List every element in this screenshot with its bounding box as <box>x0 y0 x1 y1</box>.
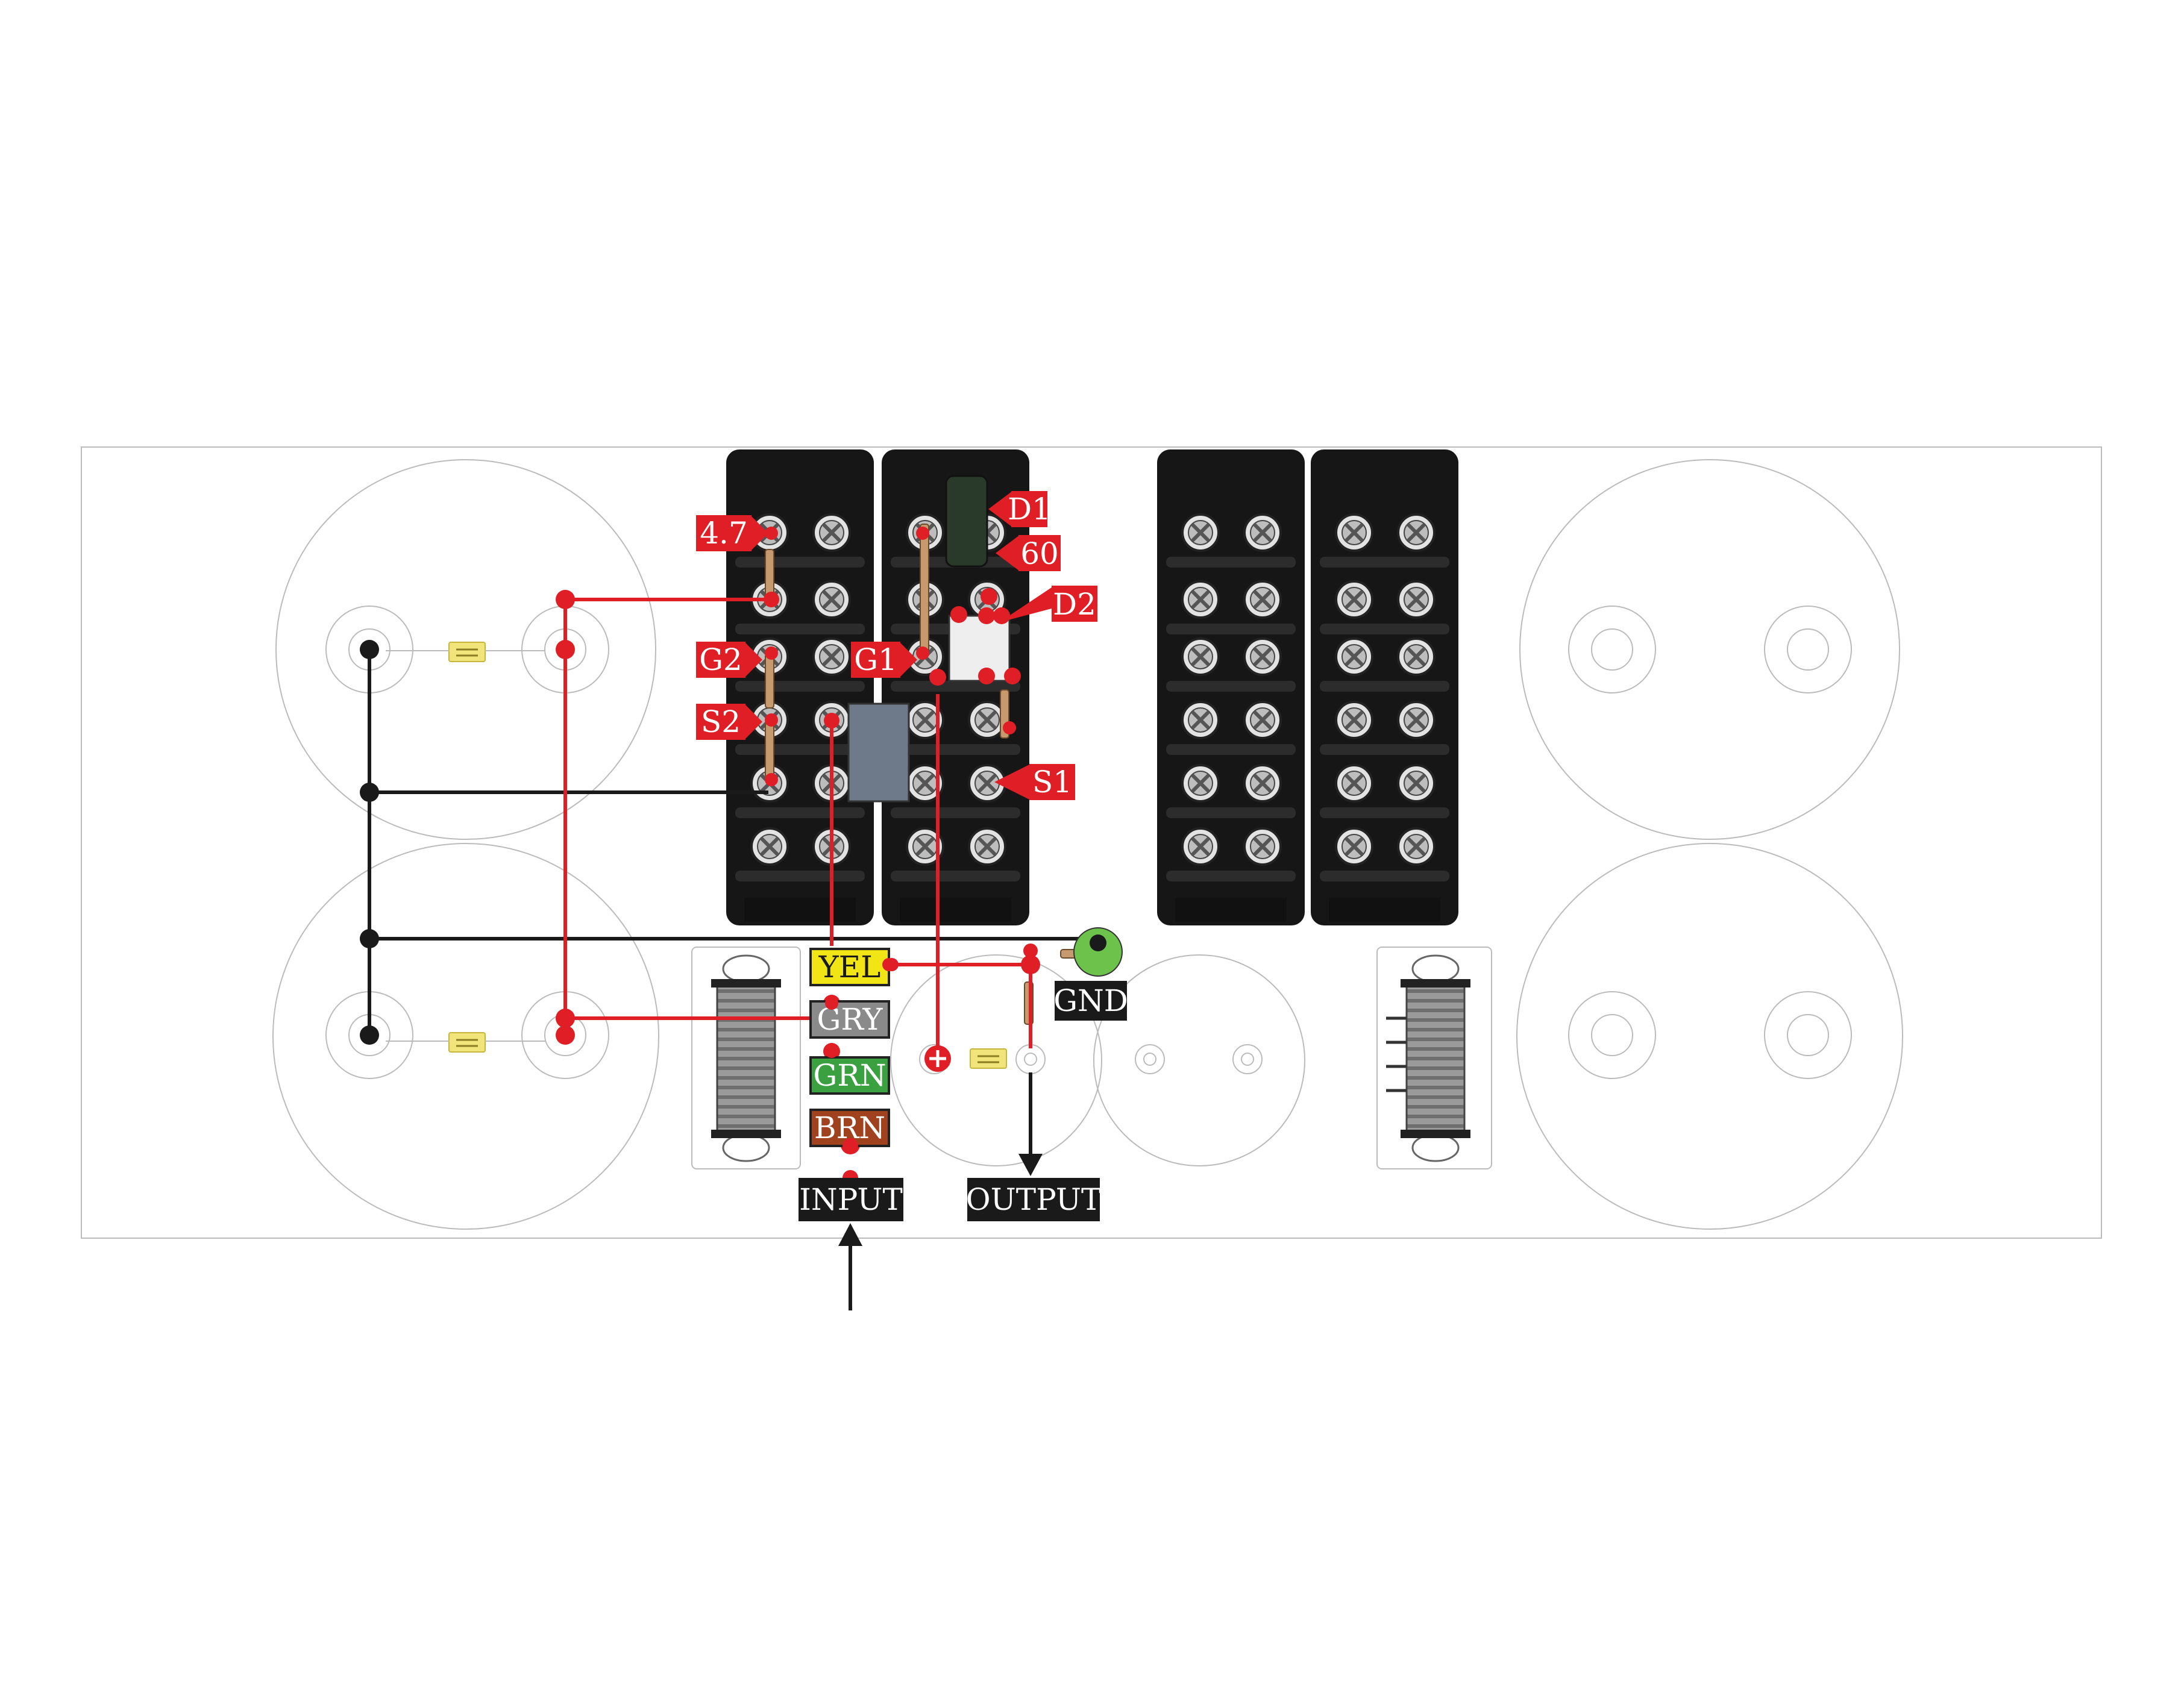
wire-tag-grn-text: GRN <box>813 1058 886 1093</box>
rectifier-block <box>847 703 910 803</box>
terminal-screw-icon <box>1336 702 1372 738</box>
label-d2: D2 <box>999 586 1097 622</box>
terminal-barrier <box>1320 681 1449 692</box>
ground-wires <box>368 649 1098 1035</box>
terminal-barrier <box>891 744 1020 755</box>
terminal-screw-icon <box>814 581 850 618</box>
label-input: INPUT <box>799 1178 903 1221</box>
terminal-screw-icon <box>969 828 1005 865</box>
terminal-screw-icon <box>1182 639 1219 675</box>
terminal-barrier <box>735 807 865 818</box>
filter-capacitor-outlines <box>272 459 1903 1230</box>
label-g1-text: G1 <box>854 642 897 677</box>
supply-nodes <box>556 527 1040 1154</box>
terminal-screw-icon <box>1398 765 1434 801</box>
terminal-barrier <box>735 744 865 755</box>
film-capacitor-icon <box>448 641 486 663</box>
label-s2: S2 <box>696 704 762 740</box>
terminal-screw-icon <box>814 639 850 675</box>
terminal-barrier <box>1166 744 1296 755</box>
terminal-screw-icon <box>1182 765 1219 801</box>
label-output: OUTPUT <box>966 1178 1102 1221</box>
wire-tag-yel-text: YEL <box>818 950 881 984</box>
label-s2-text: S2 <box>701 704 741 739</box>
terminal-screw-icon <box>1398 828 1434 865</box>
terminal-screw-icon <box>1244 702 1281 738</box>
label-g2-text: G2 <box>699 642 742 677</box>
label-g1: G1 <box>851 642 917 678</box>
terminal-screw-icon <box>1398 515 1434 551</box>
terminal-screw-icon <box>1244 828 1281 865</box>
label-d2-text: D2 <box>1053 587 1096 622</box>
terminal-barrier <box>1320 807 1449 818</box>
filter-capacitor-small <box>945 475 988 568</box>
label-gnd: GND <box>1053 981 1128 1021</box>
terminal-screw-icon <box>752 828 788 865</box>
terminal-screw-icon <box>1398 581 1434 618</box>
terminal-barrier <box>735 871 865 881</box>
film-capacitor-icon <box>448 1031 486 1053</box>
wire-tag-gry: GRY <box>809 1000 890 1039</box>
capacitor-terminals <box>325 606 1852 1079</box>
terminal-barrier <box>1166 624 1296 634</box>
terminal-barrier <box>735 557 865 568</box>
label-60: 60 <box>996 535 1061 571</box>
terminal-barrier <box>735 624 865 634</box>
terminal-barrier <box>1166 681 1296 692</box>
regulator-board <box>948 615 1011 682</box>
supply-wires <box>563 598 1032 1051</box>
terminal-screw-icon <box>1398 702 1434 738</box>
label-output-text: OUTPUT <box>966 1182 1102 1217</box>
terminal-screw-icon <box>1182 581 1219 618</box>
ground-nodes <box>360 640 379 1045</box>
terminal-screw-icon <box>1398 639 1434 675</box>
label-s1-text: S1 <box>1032 765 1072 800</box>
terminal-screw-icon <box>1336 828 1372 865</box>
terminal-screw-icon <box>814 515 850 551</box>
label-4-7: 4.7 <box>696 515 768 551</box>
terminal-barrier <box>735 681 865 692</box>
choke-right <box>1376 947 1492 1169</box>
terminal-barrier <box>1166 557 1296 568</box>
terminal-barrier <box>1320 557 1449 568</box>
film-capacitor-icon <box>969 1048 1008 1069</box>
label-d1: D1 <box>988 491 1051 527</box>
terminal-screw-icon <box>1336 639 1372 675</box>
terminal-barrier <box>1166 871 1296 881</box>
label-gnd-text: GND <box>1053 983 1128 1018</box>
label-4-7-text: 4.7 <box>700 516 748 551</box>
terminal-barrier <box>1320 744 1449 755</box>
terminal-barrier <box>1320 871 1449 881</box>
board-outline <box>81 446 2102 1239</box>
terminal-screw-icon <box>1244 639 1281 675</box>
label-s1: S1 <box>994 764 1075 800</box>
wire-tag-yel: YEL <box>809 948 890 986</box>
terminal-barrier <box>1320 624 1449 634</box>
terminal-screw-icon <box>1244 581 1281 618</box>
terminal-screw-icon <box>1182 702 1219 738</box>
terminal-screw-icon <box>1244 765 1281 801</box>
label-d1-text: D1 <box>1008 492 1051 527</box>
input-arrow-icon <box>838 1223 862 1310</box>
terminal-screw-icon <box>1336 581 1372 618</box>
label-60-text: 60 <box>1020 536 1059 571</box>
label-input-text: INPUT <box>799 1182 903 1217</box>
terminal-screw-icon <box>1336 515 1372 551</box>
label-g2: G2 <box>696 642 762 678</box>
terminal-screw-icon <box>1182 515 1219 551</box>
output-arrow-icon <box>1018 1072 1043 1176</box>
ground-point <box>1073 927 1123 977</box>
terminal-screw-icon <box>1182 828 1219 865</box>
terminal-barrier <box>1166 807 1296 818</box>
choke-left <box>691 947 801 1169</box>
terminal-barrier <box>891 871 1020 881</box>
terminal-screw-icon <box>1336 765 1372 801</box>
terminal-screw-icon <box>1244 515 1281 551</box>
terminal-barrier <box>891 807 1020 818</box>
wire-tag-grn: GRN <box>809 1056 890 1095</box>
